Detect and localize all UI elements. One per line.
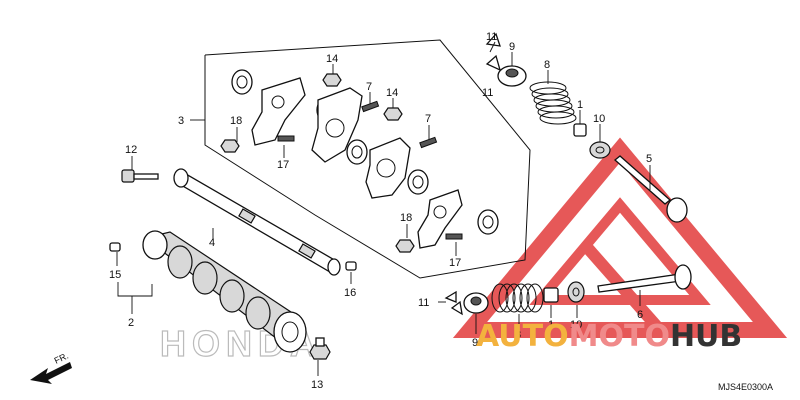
washer-inner bbox=[236, 75, 248, 89]
callout-9: 9 bbox=[472, 337, 478, 349]
lock-nut-icon bbox=[383, 107, 403, 121]
spring-seat bbox=[589, 141, 611, 159]
rocker-bolt bbox=[445, 233, 463, 240]
callout-17: 17 bbox=[277, 159, 289, 171]
camshaft-bolt bbox=[309, 337, 331, 360]
shaft-bolt bbox=[121, 169, 159, 183]
callout-6: 6 bbox=[637, 309, 643, 321]
washer bbox=[231, 69, 253, 95]
callout-9: 9 bbox=[509, 41, 515, 53]
adjusting-screw bbox=[361, 100, 380, 113]
rocker-arm bbox=[417, 189, 463, 249]
washer-inner bbox=[351, 145, 363, 159]
svg-text:AUTOMOTOHUB: AUTOMOTOHUB bbox=[476, 319, 742, 354]
spring-retainer bbox=[463, 292, 489, 314]
spring-retainer bbox=[497, 65, 527, 87]
washer bbox=[477, 209, 499, 235]
valve-stem-seal bbox=[543, 287, 559, 303]
rocker-arm bbox=[311, 87, 363, 163]
brand-part-3: HUB bbox=[670, 319, 742, 354]
valve-spring bbox=[529, 81, 577, 125]
lock-nut-icon bbox=[220, 139, 240, 153]
callout-1: 1 bbox=[548, 319, 554, 331]
callout-15: 15 bbox=[109, 269, 121, 281]
valve-cotter bbox=[444, 290, 463, 316]
callout-10: 10 bbox=[593, 113, 605, 125]
callout-8: 8 bbox=[544, 59, 550, 71]
rocker-bolt bbox=[277, 135, 295, 142]
lock-nut-icon bbox=[395, 239, 415, 253]
washer bbox=[346, 139, 368, 165]
dowel-pin bbox=[345, 261, 357, 271]
brand-part-2: MOTO bbox=[569, 319, 670, 354]
valve-spring bbox=[491, 283, 544, 313]
intake-valve bbox=[613, 155, 688, 223]
reference-code: MJS4E0300A bbox=[718, 382, 773, 392]
callout-1: 1 bbox=[577, 99, 583, 111]
rocker-arm bbox=[365, 137, 411, 199]
callout-10: 10 bbox=[570, 319, 582, 331]
callout-8: 8 bbox=[515, 329, 521, 341]
callout-16: 16 bbox=[344, 287, 356, 299]
callout-14: 14 bbox=[326, 53, 338, 65]
callout-18: 18 bbox=[400, 212, 412, 224]
callout-7: 7 bbox=[425, 113, 431, 125]
callout-11: 11 bbox=[418, 297, 429, 309]
callouts: 3 18 17 14 7 14 7 18 17 12 4 15 2 13 16 … bbox=[109, 31, 652, 391]
rocker-arm-frame bbox=[204, 39, 531, 279]
callout-17: 17 bbox=[449, 257, 461, 269]
front-arrow-icon bbox=[30, 362, 72, 384]
callout-4: 4 bbox=[209, 237, 215, 249]
callout-5: 5 bbox=[646, 153, 652, 165]
brand-part-1: AUTO bbox=[476, 319, 569, 354]
callout-13: 13 bbox=[311, 379, 323, 391]
adjusting-screw bbox=[419, 136, 438, 149]
callout-7: 7 bbox=[366, 81, 372, 93]
valve-stem-seal bbox=[573, 123, 587, 137]
exhaust-valve bbox=[597, 264, 692, 293]
brand-wordmark: AUTOMOTOHUB bbox=[476, 319, 742, 354]
callout-12: 12 bbox=[125, 144, 137, 156]
camshaft bbox=[142, 230, 307, 353]
lock-nut-icon bbox=[322, 73, 342, 87]
callout-3: 3 bbox=[178, 115, 184, 127]
callout-11: 11 bbox=[482, 87, 493, 99]
rocker-shaft bbox=[173, 168, 341, 276]
leader-lines bbox=[116, 41, 651, 376]
washer-inner bbox=[412, 175, 424, 189]
washer-inner bbox=[482, 215, 494, 229]
dowel-pin bbox=[109, 242, 121, 252]
callout-11: 11 bbox=[486, 31, 497, 43]
callout-14: 14 bbox=[386, 87, 398, 99]
rocker-arm bbox=[251, 77, 306, 146]
spring-seat bbox=[567, 281, 585, 303]
callout-18: 18 bbox=[230, 115, 242, 127]
washer bbox=[407, 169, 429, 195]
callout-2: 2 bbox=[128, 317, 134, 329]
